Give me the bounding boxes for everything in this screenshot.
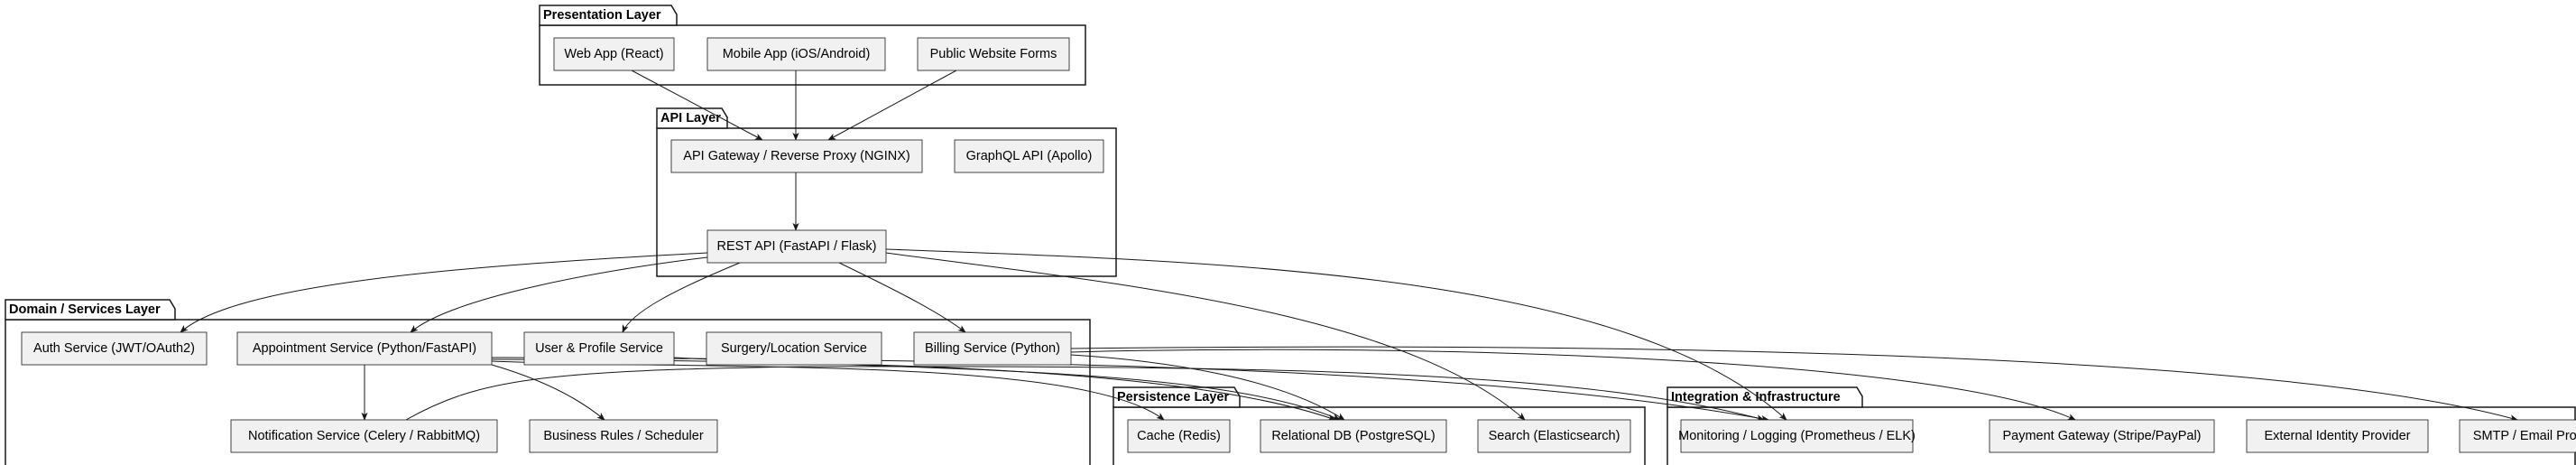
node-rest-api: REST API (FastAPI / Flask) [706, 229, 887, 264]
edge-web-app-to-api-gateway [631, 70, 763, 141]
node-label-business-rules: Business Rules / Scheduler [543, 429, 703, 443]
edge-appointment-service-to-business-rules [491, 364, 605, 421]
node-label-billing-service: Billing Service (Python) [925, 341, 1060, 356]
node-label-public-forms: Public Website Forms [930, 47, 1057, 61]
node-label-search: Search (Elasticsearch) [1489, 429, 1620, 443]
edge-rest-api-to-search [885, 252, 1526, 421]
node-web-app: Web App (React) [553, 37, 675, 71]
node-label-identity-provider: External Identity Provider [2265, 429, 2411, 443]
edge-rest-api-to-billing-service [838, 262, 966, 333]
node-auth-service: Auth Service (JWT/OAuth2) [21, 331, 208, 366]
node-payment-gateway: Payment Gateway (Stripe/PayPal) [1989, 419, 2215, 453]
node-label-graphql-api: GraphQL API (Apollo) [966, 149, 1093, 163]
node-search: Search (Elasticsearch) [1477, 419, 1631, 453]
edge-rest-api-to-auth-service [180, 252, 708, 333]
package-label-persistence: Persistence Layer [1117, 390, 1229, 405]
edge-billing-service-to-relational-db [1070, 354, 1345, 421]
package-label-presentation: Presentation Layer [543, 8, 661, 23]
node-graphql-api: GraphQL API (Apollo) [954, 139, 1104, 173]
node-public-forms: Public Website Forms [917, 37, 1070, 71]
node-notification-service: Notification Service (Celery / RabbitMQ) [230, 419, 498, 453]
node-label-appointment-service: Appointment Service (Python/FastAPI) [253, 341, 476, 356]
edge-public-forms-to-api-gateway [827, 70, 957, 141]
node-business-rules: Business Rules / Scheduler [529, 419, 718, 453]
node-smtp-provider: SMTP / Email Provider [2459, 419, 2576, 453]
node-label-mobile-app: Mobile App (iOS/Android) [723, 47, 871, 61]
package-label-api: API Layer [660, 111, 721, 126]
node-label-monitoring: Monitoring / Logging (Prometheus / ELK) [1678, 429, 1916, 443]
node-label-web-app: Web App (React) [564, 47, 663, 61]
node-user-profile-service: User & Profile Service [523, 331, 675, 366]
node-label-payment-gateway: Payment Gateway (Stripe/PayPal) [2002, 429, 2201, 443]
node-surgery-location-service: Surgery/Location Service [706, 331, 882, 366]
node-label-auth-service: Auth Service (JWT/OAuth2) [33, 341, 195, 356]
package-label-integration: Integration & Infrastructure [1671, 390, 1841, 405]
edge-billing-service-to-smtp-provider [1070, 346, 2518, 422]
package-label-domain: Domain / Services Layer [9, 302, 161, 317]
edge-notification-service-to-monitoring [405, 366, 1765, 422]
node-appointment-service: Appointment Service (Python/FastAPI) [236, 331, 493, 366]
node-identity-provider: External Identity Provider [2246, 419, 2429, 453]
edge-rest-api-to-user-profile-service [622, 262, 741, 333]
node-cache: Cache (Redis) [1127, 419, 1231, 453]
node-monitoring: Monitoring / Logging (Prometheus / ELK) [1678, 419, 1916, 453]
node-api-gateway: API Gateway / Reverse Proxy (NGINX) [670, 139, 923, 173]
edge-rest-api-to-monitoring [885, 248, 1787, 421]
edge-billing-service-to-payment-gateway [1070, 349, 2076, 421]
node-label-smtp-provider: SMTP / Email Provider [2473, 429, 2576, 443]
node-billing-service: Billing Service (Python) [913, 331, 1072, 366]
node-label-user-profile-service: User & Profile Service [535, 341, 663, 356]
node-label-surgery-location-service: Surgery/Location Service [721, 341, 867, 356]
node-label-cache: Cache (Redis) [1137, 429, 1221, 443]
node-label-api-gateway: API Gateway / Reverse Proxy (NGINX) [683, 149, 909, 163]
edge-appointment-service-to-monitoring [491, 357, 1769, 423]
node-relational-db: Relational DB (PostgreSQL) [1260, 419, 1447, 453]
edge-rest-api-to-appointment-service [410, 256, 708, 333]
node-label-rest-api: REST API (FastAPI / Flask) [717, 239, 877, 254]
node-label-notification-service: Notification Service (Celery / RabbitMQ) [248, 429, 480, 443]
node-label-relational-db: Relational DB (PostgreSQL) [1271, 429, 1435, 443]
node-mobile-app: Mobile App (iOS/Android) [706, 37, 886, 71]
edges [180, 70, 2518, 423]
